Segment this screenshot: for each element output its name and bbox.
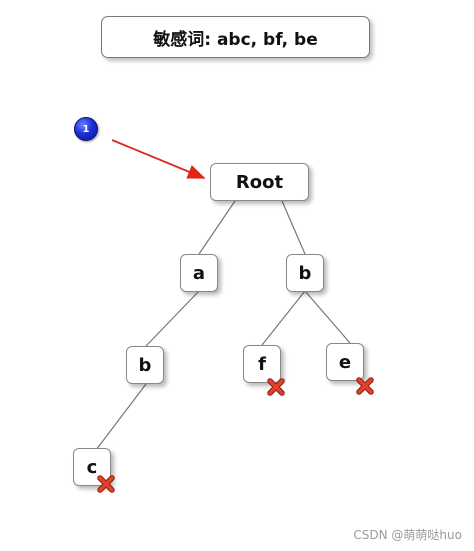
node-b-right-label: b (298, 262, 312, 284)
node-f: f (243, 345, 281, 383)
node-f-label: f (258, 353, 266, 375)
node-b-left: b (126, 346, 164, 384)
edge-b-f (261, 290, 306, 346)
end-mark-icon-c (97, 475, 115, 493)
edge-a-b (145, 290, 200, 347)
edge-b-c (95, 383, 147, 451)
title-text: 敏感词: abc, bf, be (153, 29, 318, 50)
edge-b-e (304, 290, 351, 344)
step-badge-number: 1 (82, 123, 90, 135)
node-c-label: c (86, 456, 98, 478)
node-a: a (180, 254, 218, 292)
node-root-label: Root (235, 171, 284, 193)
watermark-text: CSDN @萌萌哒huo (353, 528, 462, 542)
pointer-arrow (111, 139, 206, 179)
edge-root-b (281, 200, 306, 255)
end-mark-icon-f (267, 378, 285, 396)
node-e-label: e (338, 351, 352, 373)
edge-root-a (198, 200, 236, 255)
node-e: e (326, 343, 364, 381)
step-badge: 1 (74, 117, 98, 141)
end-mark-icon-e (356, 377, 374, 395)
node-b-left-label: b (138, 354, 152, 376)
node-a-label: a (192, 262, 206, 284)
node-b-right: b (286, 254, 324, 292)
node-root: Root (210, 163, 309, 201)
title-box: 敏感词: abc, bf, be (101, 16, 370, 58)
watermark: CSDN @萌萌哒huo (353, 526, 462, 543)
